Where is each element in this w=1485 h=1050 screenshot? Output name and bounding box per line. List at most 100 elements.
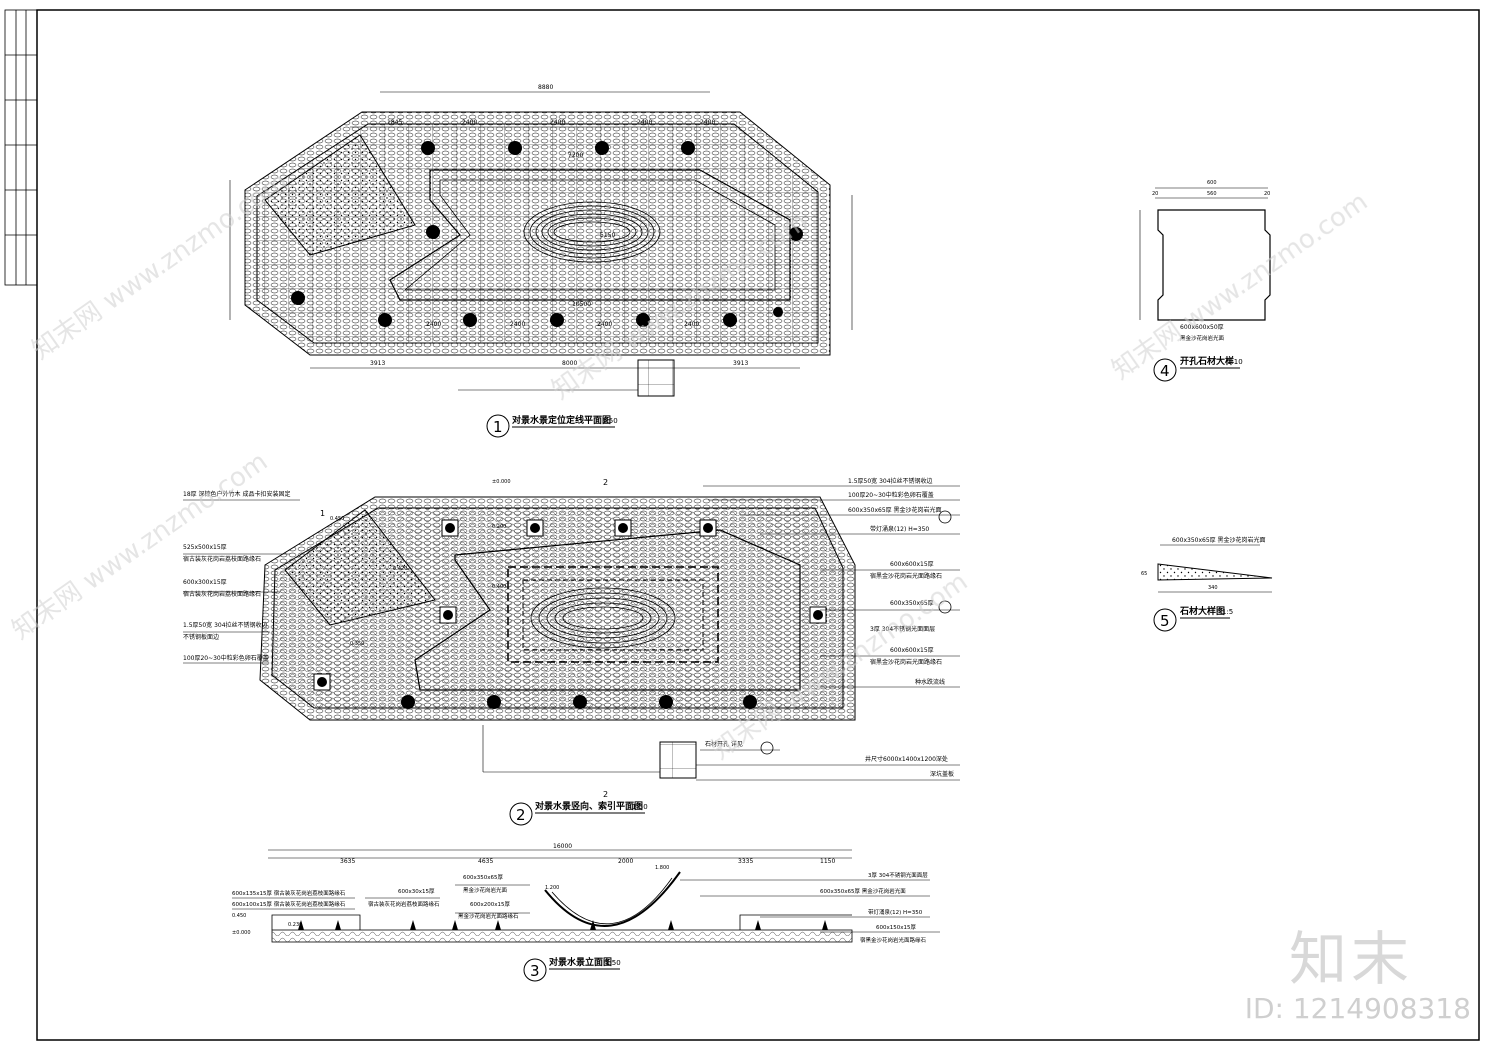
dim-inner-1: 7200 — [568, 152, 583, 159]
elev-4: 0.200 — [492, 524, 506, 530]
detail4-dim-a: 20 — [1152, 191, 1158, 197]
dim-bottom-2: 8000 — [562, 360, 577, 367]
elev-note-l5: 600x350x65厚 — [463, 874, 504, 881]
stone-sculpture — [523, 201, 661, 263]
dim-top-2: 2400 — [462, 119, 477, 126]
drawing-2-plan: 18厚 深棕色户外竹木 成品卡扣安装固定 525x500x15厚 宿古装灰花岗岩… — [183, 477, 960, 826]
drawing-5-detail: 340 65 600x350x65厚 黑金沙花岗岩光面 5 石材大样图 1:5 — [1141, 536, 1273, 632]
note-left-8: 100厚20~30中粒彩色卵石覆盖 — [183, 654, 269, 662]
section-mark-top: 2 — [603, 478, 608, 487]
drawing-3-number: 3 — [530, 962, 540, 980]
note-right-2: 100厚20~30中粒彩色卵石覆盖 — [848, 491, 934, 499]
dim-inner-3: 10500 — [572, 301, 591, 308]
drawing-1-plan: 8880 1845 2400 2400 2400 2400 3913 8000 … — [229, 84, 853, 438]
elev-note-r3: 带灯涌泉(12) H=350 — [868, 908, 923, 916]
note-right-10: 宿黑金沙花岗岩光面路缘石 — [870, 658, 942, 666]
elev-dim-overall: 16000 — [553, 843, 572, 850]
note-right-8: 3厚 304不锈钢光面面层 — [870, 625, 935, 633]
dim-inner-6: 2400 — [597, 321, 612, 328]
note-right-9: 600x600x15厚 — [890, 647, 934, 654]
elev-note-r2: 600x350x65厚 黑金沙花岗岩光面 — [820, 887, 906, 895]
elev-note-l4: 宿古装灰花岗岩荔枝面路缘石 — [368, 900, 440, 908]
watermark-id: ID: 1214908318 — [1244, 992, 1471, 1025]
stone-sculpture-2 — [530, 587, 676, 649]
drawing-1-number: 1 — [493, 418, 503, 436]
elev-mark-2: ±0.000 — [232, 930, 251, 936]
watermark-brand: 知末 — [1288, 925, 1413, 993]
drawing-2-number: 2 — [516, 806, 526, 824]
elev-mark-1: 0.450 — [232, 913, 246, 919]
elev-2: 0.450 — [330, 516, 344, 522]
wm-diag-4: 知末网 www.znzmo.com — [7, 447, 273, 646]
note-left-4: 600x300x15厚 — [183, 579, 227, 586]
dim-top-overall: 8880 — [538, 84, 553, 91]
drawing-2-scale: 1:50 — [632, 803, 648, 811]
dim-top-1: 1845 — [387, 119, 402, 126]
note-right-7: 600x350x65厚 — [890, 600, 934, 607]
drawing-2-title: 对景水景竖向、索引平面图 — [535, 800, 643, 812]
note-right-12: 石材开孔 详见 — [705, 740, 743, 748]
detail5-label: 600x350x65厚 黑金沙花岗岩光面 — [1172, 536, 1266, 544]
drawing-3-title: 对景水景立面图 — [549, 956, 612, 968]
dim-top-5: 2400 — [700, 119, 715, 126]
note-left-2: 525x500x15厚 — [183, 544, 227, 551]
elev-note-l7: 600x200x15厚 — [470, 901, 511, 908]
elev-dim-2: 4635 — [478, 858, 493, 865]
title-strip — [4, 9, 38, 286]
elev-3: 0.420 — [393, 566, 407, 572]
sheet-border — [36, 9, 1480, 1041]
drawing-5-number: 5 — [1160, 612, 1170, 630]
note-left-5: 宿古装灰花岗岩荔枝面路缘石 — [183, 590, 261, 598]
drawing-4-scale: 1:10 — [1227, 358, 1243, 366]
drawing-4-number: 4 — [1160, 362, 1170, 380]
detail4-dim-b: 560 — [1207, 191, 1217, 197]
drawing-5-title: 石材大样图 — [1179, 605, 1225, 617]
index-bubbles — [760, 510, 952, 755]
section-mark-left: 1 — [320, 509, 325, 518]
dim-top-4: 2400 — [637, 119, 652, 126]
elev-mark-4: 1.200 — [545, 885, 559, 891]
elev-mark-5: 1.800 — [655, 865, 669, 871]
elev-note-l8: 黑金沙花岗岩光面路缘石 — [458, 912, 519, 920]
note-left-7: 不锈钢板面边 — [183, 633, 219, 641]
dim-inner-2: 5150 — [600, 232, 615, 239]
drawing-3-elevation: 16000 3635 4635 2000 3335 1150 600x135x1… — [232, 843, 940, 982]
drawing-1-scale: 1:50 — [602, 417, 618, 425]
note-right-11: 种水跌流线 — [915, 678, 945, 686]
dim-top-3: 2400 — [550, 119, 565, 126]
elev-dim-1: 3635 — [340, 858, 355, 865]
elev-note-r5: 宿黑金沙花岗岩光面路缘石 — [860, 936, 927, 944]
dim-inner-7: 2400 — [684, 321, 699, 328]
elev-5: 0.400 — [492, 584, 506, 590]
note-left-6: 1.5厚50宽 304拉丝不锈钢收边 — [183, 621, 268, 629]
detail4-sublabel: 黑金沙花岗岩光面 — [1180, 334, 1225, 342]
fountain-lights-2 — [313, 519, 827, 709]
elev-note-l2: 600x100x15厚 宿古装灰花岗岩荔枝面路缘石 — [232, 900, 346, 908]
note-right-3: 600x350x65厚 黑金沙花岗岩光面 — [848, 506, 942, 514]
detail5-dim-h: 65 — [1141, 571, 1147, 577]
elev-dim-5: 1150 — [820, 858, 835, 865]
elev-dim-3: 2000 — [618, 858, 633, 865]
elev-note-l3: 600x30x15厚 — [398, 888, 435, 895]
drawing-1-title: 对景水景定位定线平面图 — [512, 414, 611, 426]
elev-mark-3: 0.230 — [288, 922, 302, 928]
fountain-lights — [291, 141, 803, 327]
dim-inner-4: 2400 — [426, 321, 441, 328]
elevation-plants — [298, 920, 828, 930]
elev-note-r1: 3厚 304不锈钢光面面层 — [868, 871, 928, 879]
note-right-13: 井尺寸6000x1400x1200深处 — [865, 755, 948, 763]
elev-6: 0.350 — [350, 641, 364, 647]
drawing-3-scale: 1:50 — [605, 959, 621, 967]
elev-1: ±0.000 — [492, 479, 511, 485]
elev-note-l1: 600x135x15厚 宿古装灰花岗岩荔枝面路缘石 — [232, 889, 346, 897]
wm-diag-3: 知末网 www.znzmo.com — [1107, 187, 1373, 386]
note-right-4: 带灯涌泉(12) H=350 — [870, 525, 929, 533]
note-left-3: 宿古装灰花岗岩荔枝面路缘石 — [183, 555, 261, 563]
detail4-label: 600x600x50厚 — [1180, 324, 1224, 331]
drawing-5-scale: 1:5 — [1222, 608, 1233, 616]
note-right-14: 深坑盖板 — [930, 770, 954, 778]
dim-inner-5: 2400 — [510, 321, 525, 328]
dim-bottom-3: 3913 — [733, 360, 748, 367]
